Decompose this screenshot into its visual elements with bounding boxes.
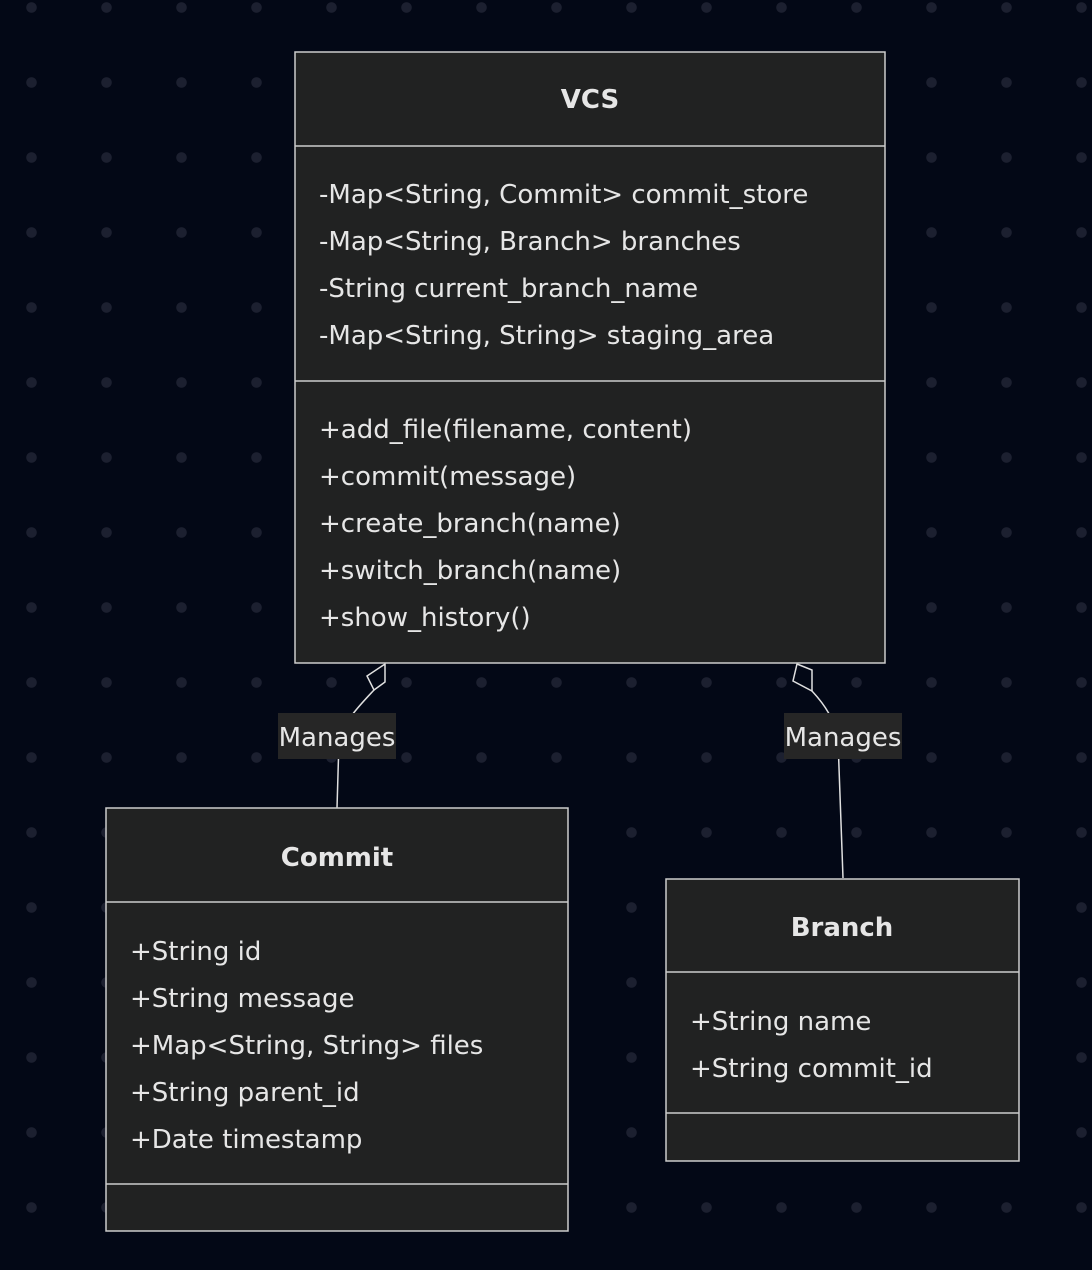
class-method: +switch_branch(name) [319, 556, 621, 586]
class-method: +add_file(filename, content) [319, 415, 692, 445]
class-attribute: +String parent_id [130, 1078, 360, 1108]
class-method: +create_branch(name) [319, 509, 621, 539]
class-attribute: -Map<String, Branch> branches [319, 227, 741, 257]
class-title: VCS [561, 85, 619, 115]
class-method: +show_history() [319, 603, 531, 633]
class-attribute: +String id [130, 937, 261, 967]
class-attribute: +String name [690, 1007, 871, 1037]
class-attribute: +String commit_id [690, 1054, 933, 1084]
class-vcs[interactable]: VCS -Map<String, Commit> commit_store -M… [294, 51, 886, 664]
class-title: Commit [281, 843, 393, 873]
class-box [665, 878, 1020, 1162]
edge-label: Manages [785, 723, 902, 753]
class-attribute: -Map<String, Commit> commit_store [319, 180, 808, 210]
class-box [294, 51, 886, 664]
class-attribute: -String current_branch_name [319, 274, 698, 304]
aggregation-diamond-icon [792, 662, 813, 693]
class-attribute: +Date timestamp [130, 1125, 362, 1155]
relation-vcs-commit[interactable]: Manages [278, 662, 396, 809]
class-attribute: +String message [130, 984, 355, 1014]
class-commit[interactable]: Commit +String id +String message +Map<S… [105, 807, 569, 1232]
class-attribute: +Map<String, String> files [130, 1031, 483, 1061]
edge-label: Manages [279, 723, 396, 753]
class-attribute: -Map<String, String> staging_area [319, 321, 774, 351]
class-method: +commit(message) [319, 462, 576, 492]
aggregation-diamond-icon [366, 662, 386, 692]
class-title: Branch [791, 913, 894, 943]
class-branch[interactable]: Branch +String name +String commit_id [665, 878, 1020, 1162]
relation-vcs-branch[interactable]: Manages [784, 662, 902, 879]
class-box [105, 807, 569, 1232]
edge-label-bg [278, 713, 396, 759]
edge-label-bg [784, 713, 902, 759]
